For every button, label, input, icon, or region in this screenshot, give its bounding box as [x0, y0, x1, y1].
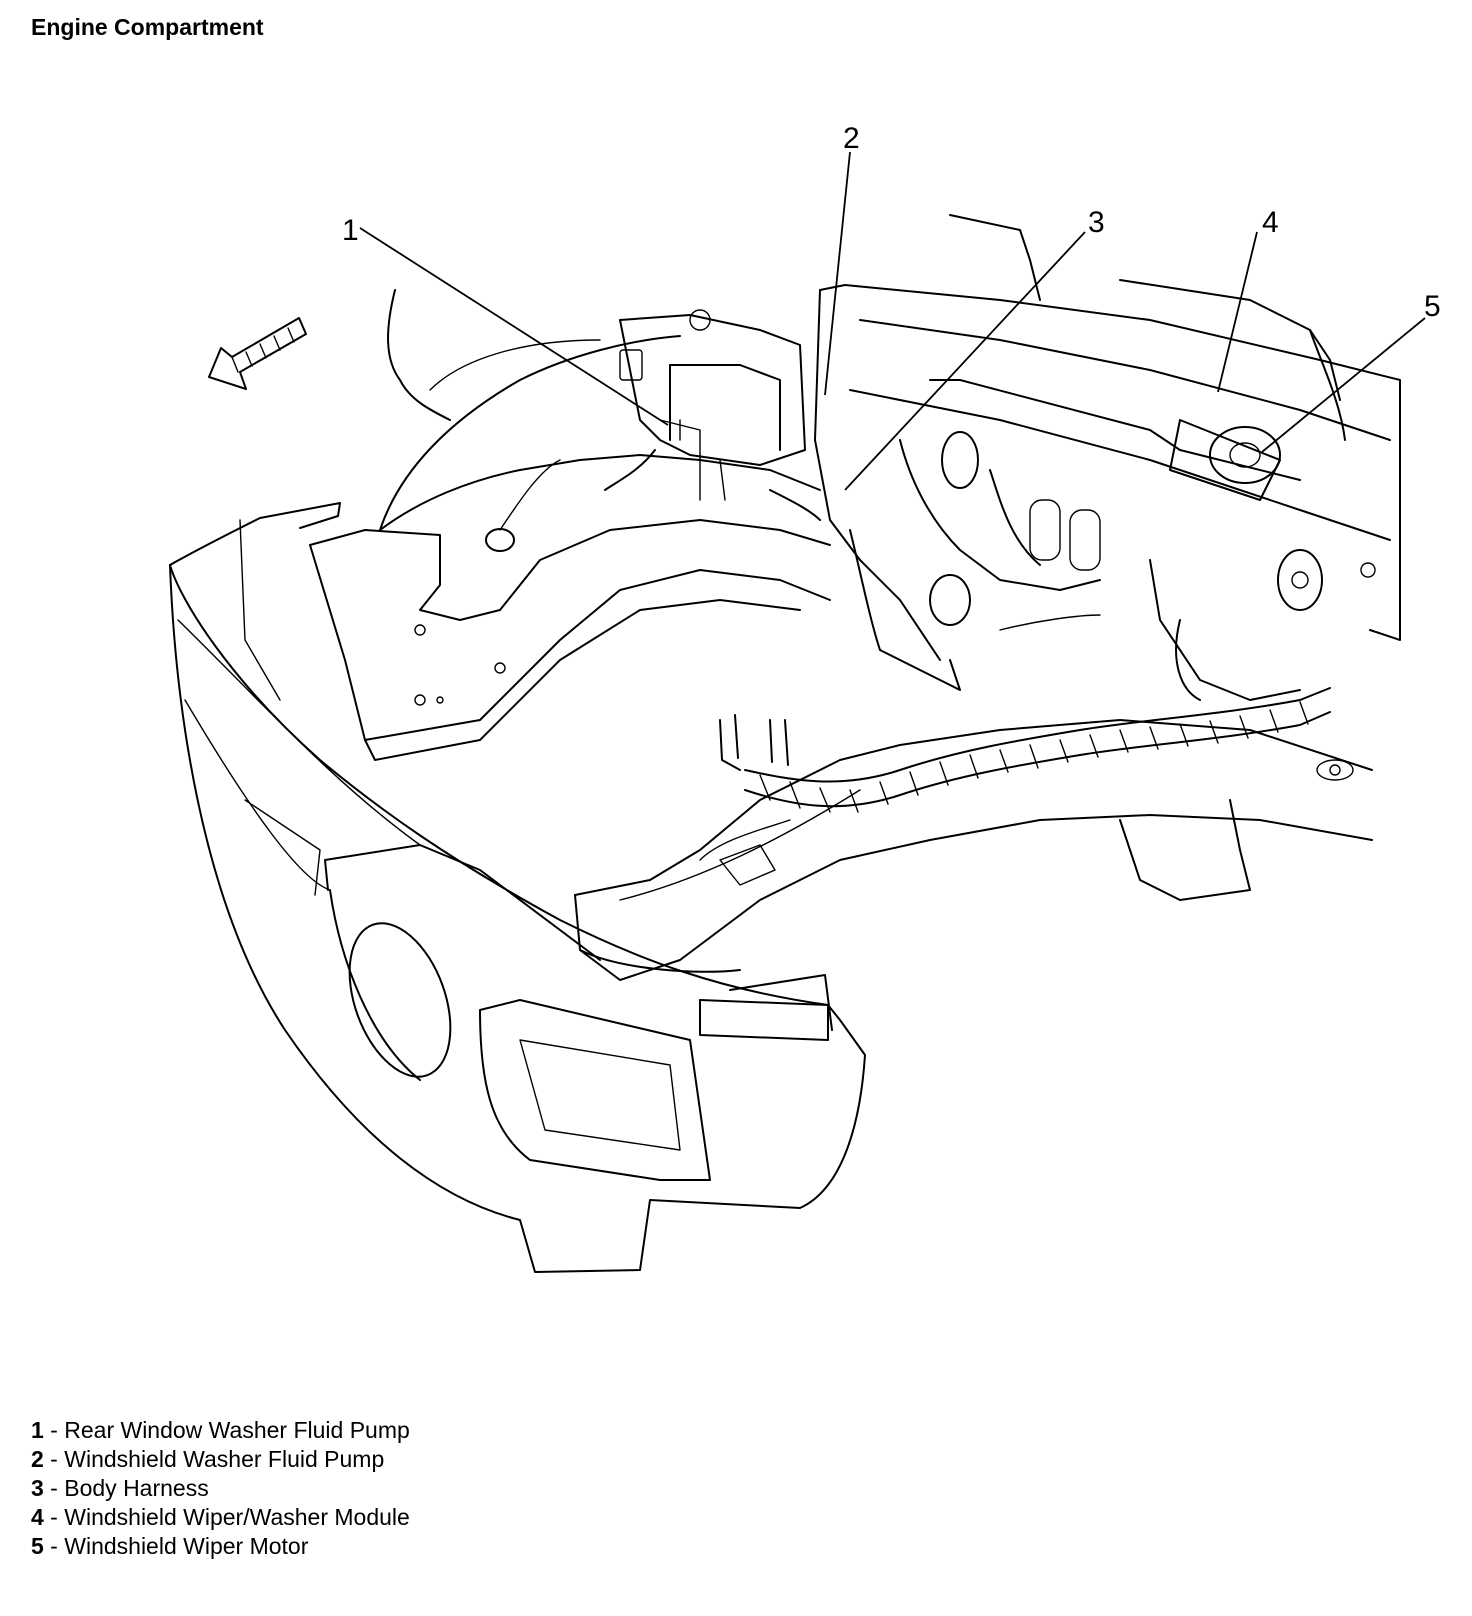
right-frame-rail [574, 719, 1373, 981]
diagram-title: Engine Compartment [31, 14, 264, 40]
frame-rails [309, 289, 831, 761]
forward-arrow-icon [208, 317, 307, 390]
wiring-harness [699, 687, 1331, 886]
leader-line-1 [359, 227, 669, 426]
legend-item-5: 5 - Windshield Wiper Motor [31, 1533, 309, 1559]
cowl-and-firewall [814, 214, 1401, 701]
callout-number-3: 3 [1088, 206, 1105, 239]
callout-number-4: 4 [1262, 206, 1279, 239]
callout-number-5: 5 [1424, 290, 1441, 323]
callout-number-1: 1 [342, 214, 359, 247]
legend-item-3: 3 - Body Harness [31, 1475, 209, 1501]
leader-line-2 [824, 151, 851, 396]
callout-number-2: 2 [843, 122, 860, 155]
front-bumper [169, 502, 866, 1273]
leader-line-4 [1217, 231, 1258, 393]
legend-item-4: 4 - Windshield Wiper/Washer Module [31, 1504, 410, 1530]
callout-legend: 1 - Rear Window Washer Fluid Pump 2 - Wi… [31, 1416, 410, 1561]
leader-line-3 [844, 231, 1086, 491]
leader-line-5 [1261, 317, 1426, 453]
legend-item-1: 1 - Rear Window Washer Fluid Pump [31, 1417, 410, 1443]
washer-reservoir [604, 309, 821, 521]
callout-leaders [359, 151, 1426, 491]
legend-item-2: 2 - Windshield Washer Fluid Pump [31, 1446, 385, 1472]
